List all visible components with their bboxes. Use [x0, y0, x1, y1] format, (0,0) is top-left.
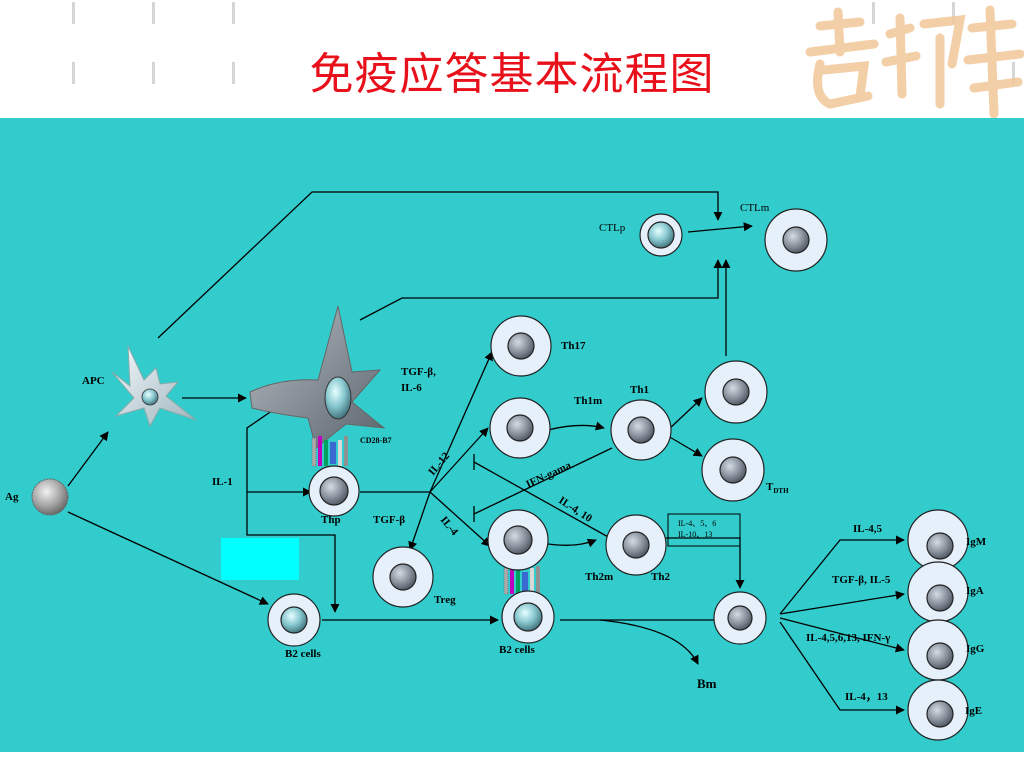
arrow-to-iga	[779, 590, 905, 615]
label-iga: IgA	[966, 585, 984, 597]
th2-precursor-cell	[487, 509, 549, 571]
igm-cell	[907, 509, 969, 571]
igg-cell	[907, 619, 969, 681]
th17-cell	[490, 315, 552, 377]
arrow-hub-to-th17	[429, 351, 493, 493]
label-b2-cells-left: B2 cells	[285, 648, 321, 660]
header: 免疫应答基本流程图	[0, 0, 1024, 118]
ige-cell	[907, 679, 969, 741]
tdth-cell	[701, 438, 765, 502]
th2-cell	[605, 514, 667, 576]
bg-dash	[952, 2, 955, 24]
label-il45: IL-4,5	[853, 523, 883, 535]
arrow-to-igg	[779, 617, 905, 653]
label-ctlp: CTLp	[599, 222, 626, 234]
label-th2m: Th2m	[585, 571, 613, 583]
inhibit-th2-th1	[473, 461, 611, 539]
label-ctlm: CTLm	[740, 202, 770, 214]
cytokine-box	[667, 513, 741, 547]
arrow-to-bm	[599, 619, 699, 665]
label-thp: Thp	[321, 514, 341, 526]
label-treg: Treg	[434, 594, 456, 606]
label-il4-13: IL-4，13	[845, 691, 888, 703]
ag-particle	[31, 478, 69, 516]
b2-cell-left	[267, 593, 321, 647]
ctlm-cell	[764, 208, 828, 272]
label-bm: Bm	[697, 676, 717, 691]
treg-cell	[372, 546, 434, 608]
arrow-ctlp-to-ctlm	[687, 222, 753, 233]
thp-cell	[308, 465, 360, 517]
label-tgf-il6-1: TGF-β,	[401, 366, 436, 378]
bg-dash	[152, 62, 155, 84]
arrow-ag-to-apc	[67, 431, 109, 487]
label-tdth: TDTH	[766, 481, 789, 495]
immune-response-flowchart: CTLm CTLp Th17 TGF-β, IL-6 APC Th1m Th1 …	[5, 191, 987, 741]
label-il4: IL-4	[438, 514, 461, 538]
bg-dash	[72, 2, 75, 24]
arrow-hub-to-th1	[429, 427, 489, 493]
arrow-to-igm	[779, 535, 905, 615]
label-tgfb-il5: TGF-β, IL-5	[832, 574, 891, 586]
label-th1: Th1	[630, 384, 649, 396]
arrow-il1-to-b2	[246, 407, 340, 613]
diagram-canvas: CTLm CTLp Th17 TGF-β, IL-6 APC Th1m Th1 …	[0, 118, 1024, 752]
flow-lines	[67, 191, 905, 715]
arrow-th1-to-ctl	[667, 397, 703, 431]
ctlp-cell	[639, 213, 683, 257]
bg-dash	[152, 2, 155, 24]
label-cd28: CD28-B7	[360, 436, 392, 445]
label-il4561: IL-4,5,6,13, IFN-γ	[806, 632, 890, 644]
inhibit-th1-th2	[473, 447, 613, 515]
arrow-th2-to-th2m	[547, 538, 597, 548]
arrow-dc-to-ctl	[359, 259, 723, 321]
b2-cell-mid	[501, 590, 555, 644]
label-ag: Ag	[5, 491, 19, 503]
arrow-to-ige	[779, 621, 905, 715]
label-th17: Th17	[561, 340, 586, 352]
label-il4-10: IL-4, 10	[556, 494, 594, 525]
arrow-ag-to-b2	[67, 511, 269, 605]
ctl-effector-cell	[704, 360, 768, 424]
receptor-complex-thp	[311, 436, 348, 467]
bg-dash	[232, 62, 235, 84]
th-cell	[489, 397, 551, 459]
lymphocytes	[267, 208, 969, 741]
label-ige: IgE	[965, 705, 982, 717]
label-igm: IgM	[966, 536, 987, 548]
iga-cell	[907, 561, 969, 623]
arrow-apc-to-ctl	[157, 191, 723, 339]
box-line-2: IL-10、13	[678, 530, 712, 539]
label-th2: Th2	[651, 571, 670, 583]
bg-dash	[872, 2, 875, 24]
box-line-1: IL-4、5、6	[678, 519, 716, 528]
label-tgfb: TGF-β	[373, 514, 405, 526]
plasma-cell	[713, 591, 767, 645]
label-il1: IL-1	[212, 476, 233, 488]
page-title: 免疫应答基本流程图	[309, 49, 715, 100]
label-igg: IgG	[966, 643, 985, 655]
bg-dash	[72, 62, 75, 84]
arrow-th1-to-tdth	[667, 435, 703, 457]
label-b2-cells-mid: B2 cells	[499, 644, 535, 656]
label-tgf-il6-2: IL-6	[401, 382, 422, 394]
bg-dash	[1012, 62, 1015, 84]
calligraphy-watermark	[805, 5, 1024, 118]
dendritic-cell	[249, 305, 386, 449]
label-apc: APC	[82, 375, 105, 387]
th1-cell	[610, 399, 672, 461]
bg-dash	[232, 2, 235, 24]
footer-strip	[0, 752, 1024, 768]
blank-box	[221, 538, 299, 580]
arrow-th-to-th1m	[547, 421, 605, 431]
label-ifn-gama: IFN-gama	[524, 459, 573, 490]
apc-cell	[111, 345, 197, 428]
label-th1m: Th1m	[574, 395, 602, 407]
arrow-hub-to-treg	[408, 491, 431, 551]
arrow-hub-to-th2	[429, 491, 491, 547]
label-il12: IL-12	[426, 450, 452, 478]
